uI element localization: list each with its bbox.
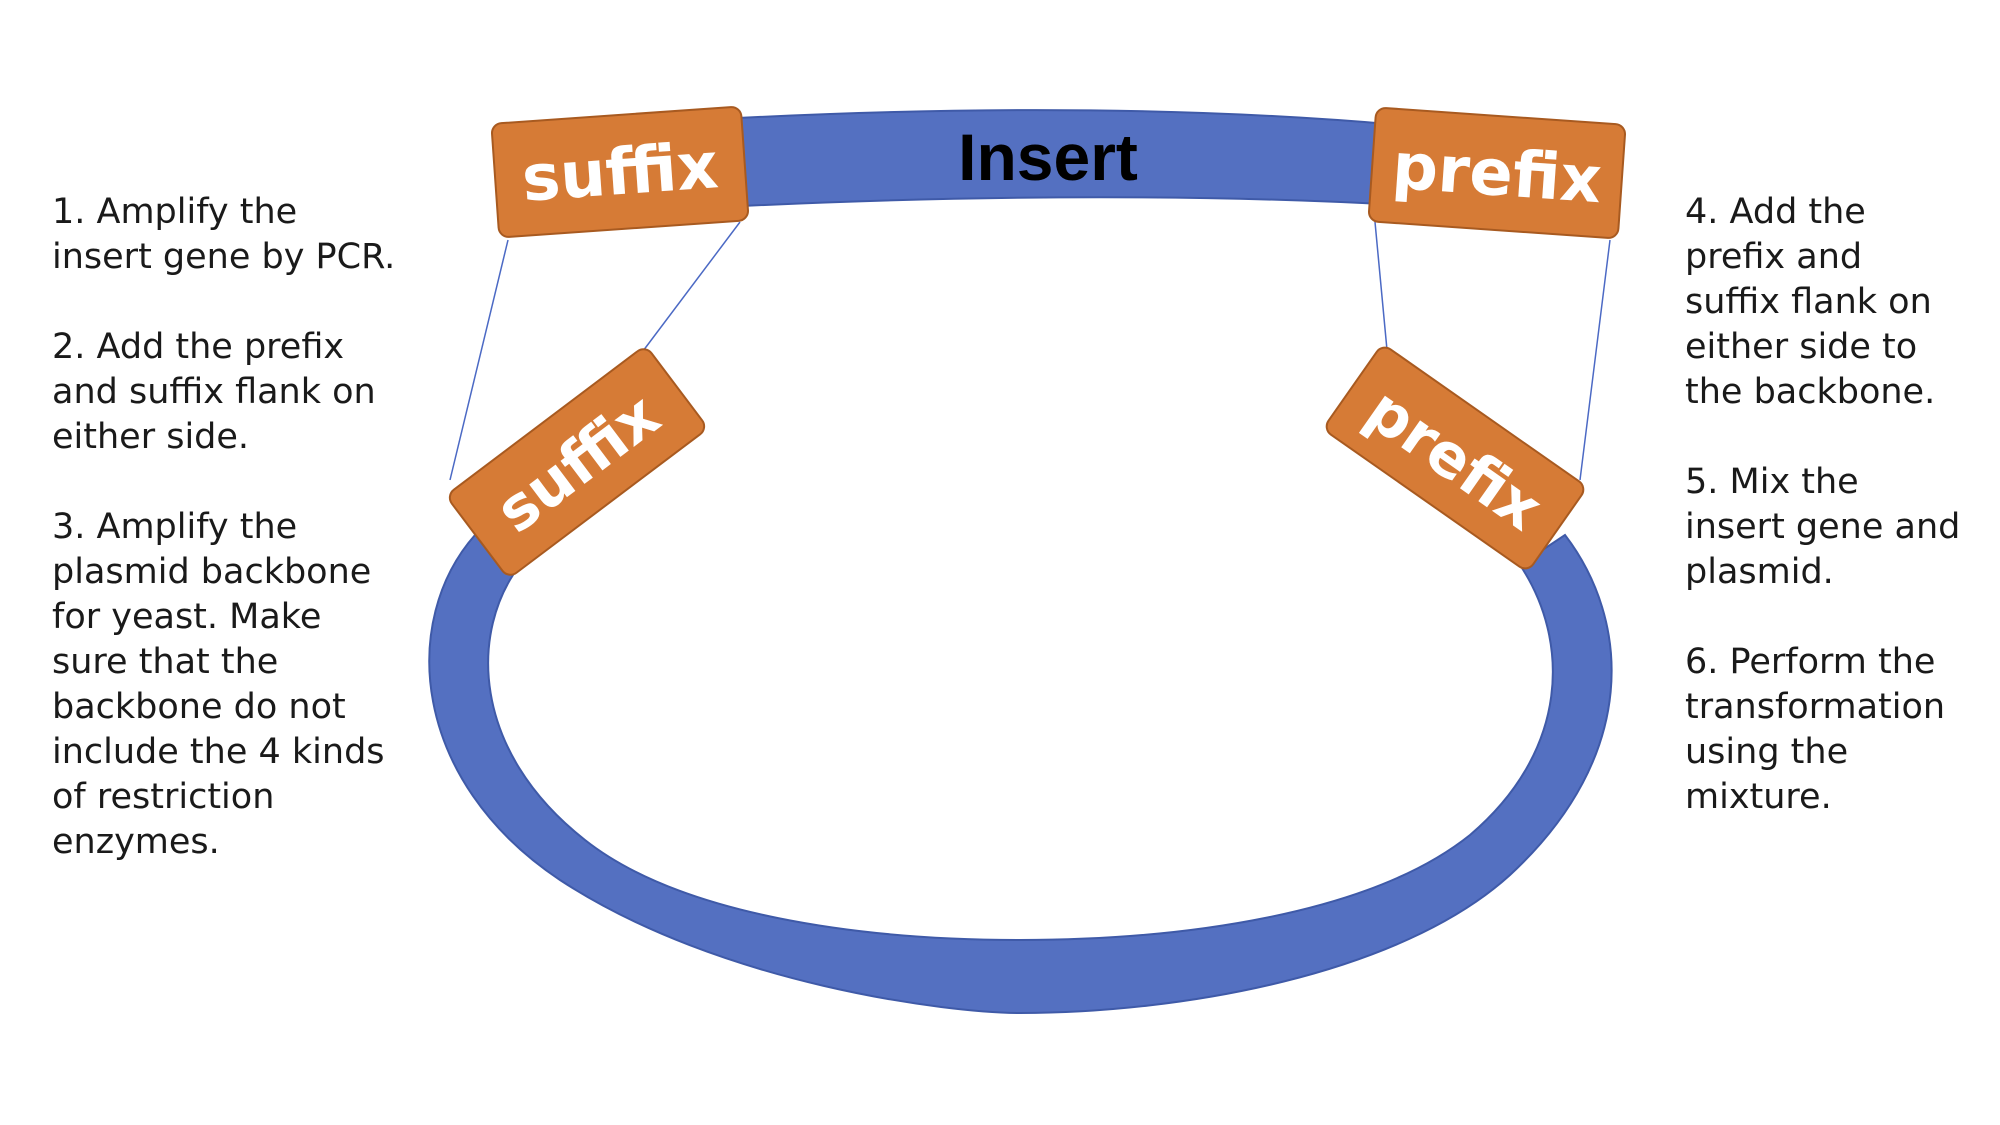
- prefix-top-label: prefix: [1390, 130, 1604, 218]
- step-5: 5. Mix the insert gene and plasmid.: [1685, 462, 1961, 592]
- step-2: 2. Add the prefix and suffix flank on ei…: [52, 327, 376, 457]
- connector-lines: [449, 221, 1611, 481]
- step-3: 3. Amplify the plasmid backbone for yeas…: [52, 507, 385, 862]
- connector-line-suffix-right: [639, 221, 741, 356]
- step-6: 6. Perform the transformation using the …: [1685, 642, 1946, 817]
- insert-label: Insert: [958, 120, 1138, 194]
- suffix-tag-side: suffix: [448, 348, 706, 576]
- suffix-tag-top: suffix: [491, 106, 749, 238]
- step-4: 4. Add the prefix and suffix flank on ei…: [1685, 192, 1936, 412]
- prefix-tag-top: prefix: [1368, 107, 1626, 239]
- step-1: 1. Amplify the insert gene by PCR.: [52, 192, 396, 277]
- connector-line-prefix-left: [1374, 221, 1388, 351]
- steps-right: 4. Add the prefix and suffix flank on ei…: [1685, 190, 1985, 865]
- suffix-top-label: suffix: [520, 129, 721, 217]
- steps-left: 1. Amplify the insert gene by PCR. 2. Ad…: [52, 190, 422, 910]
- plasmid-backbone: [428, 533, 1613, 1015]
- connector-line-suffix-left: [449, 239, 509, 481]
- prefix-tag-side: prefix: [1325, 346, 1585, 570]
- connector-line-prefix-right: [1579, 239, 1611, 481]
